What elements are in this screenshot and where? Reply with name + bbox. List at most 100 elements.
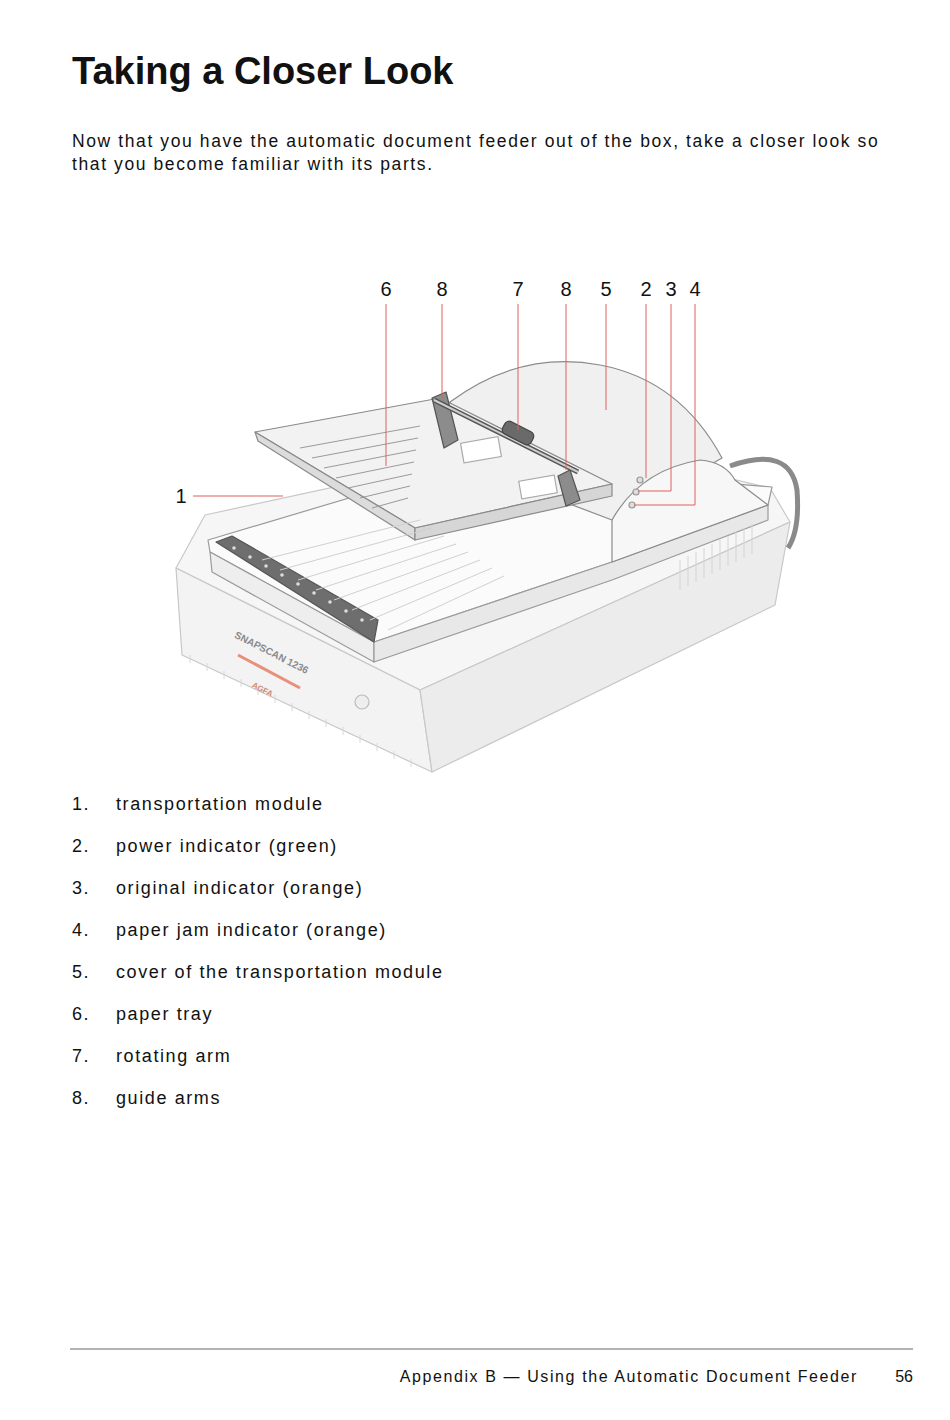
- ridge-line: [744, 528, 745, 558]
- ridge-line: [736, 532, 737, 562]
- ridges: [190, 426, 752, 767]
- ridge-line: [688, 556, 689, 586]
- tray-window: [461, 437, 502, 463]
- leader-line: [634, 304, 695, 505]
- scanner-button: [355, 695, 369, 709]
- part-name: guide arms: [116, 1087, 221, 1110]
- indicator-housing: [612, 460, 768, 562]
- leader-line: [566, 304, 567, 470]
- tray-edge: [415, 484, 612, 540]
- ridge-line: [411, 759, 412, 767]
- part-name: rotating arm: [116, 1045, 231, 1068]
- leader-lines: [193, 304, 695, 505]
- callout-number: 4: [689, 276, 700, 302]
- ridge-line: [298, 536, 444, 580]
- ridge-line: [190, 655, 191, 663]
- rotating-arm: [434, 400, 578, 472]
- ridge-line: [300, 426, 420, 448]
- leader-line: [606, 304, 607, 410]
- list-number: 5.: [72, 961, 90, 984]
- strip-dot: [232, 546, 236, 550]
- callout-number: 6: [380, 276, 391, 302]
- ridge-line: [360, 735, 361, 743]
- list-number: 1.: [72, 793, 90, 816]
- strip-dot: [264, 564, 268, 568]
- intro-paragraph: Now that you have the automatic document…: [72, 130, 902, 176]
- leader-line: [646, 304, 647, 478]
- front-strip: [216, 536, 378, 642]
- part-name: cover of the transportation module: [116, 961, 444, 984]
- tray-window: [519, 475, 558, 499]
- callout-number: 1: [175, 483, 186, 509]
- leader-line: [518, 304, 519, 430]
- original-light: [633, 489, 639, 495]
- list-number: 3.: [72, 877, 90, 900]
- strip-dot: [248, 555, 252, 559]
- part-name: paper jam indicator (orange): [116, 919, 387, 942]
- part-name: power indicator (green): [116, 835, 338, 858]
- page-title: Taking a Closer Look: [72, 47, 453, 96]
- ridge-line: [704, 548, 705, 578]
- power-light: [637, 477, 643, 483]
- ridge-line: [720, 540, 721, 570]
- callout-number: 7: [512, 276, 523, 302]
- ridge-line: [309, 711, 310, 719]
- tray-edge: [255, 432, 415, 540]
- ridge-line: [696, 552, 697, 582]
- ridge-line: [343, 727, 344, 735]
- ridge-line: [352, 560, 480, 610]
- part-name: paper tray: [116, 1003, 213, 1026]
- leader-line: [193, 496, 283, 497]
- ridge-line: [336, 462, 414, 478]
- ridge-line: [728, 536, 729, 566]
- ridge-line: [275, 695, 276, 703]
- part-name: transportation module: [116, 793, 324, 816]
- guide-arm: [558, 470, 580, 506]
- ridge-line: [280, 528, 432, 570]
- ridge-line: [370, 568, 492, 620]
- callout-number: 3: [665, 276, 676, 302]
- leader-line: [638, 304, 671, 491]
- strip-dot: [296, 582, 300, 586]
- ridge-line: [360, 486, 410, 498]
- callout-number: 8: [560, 276, 571, 302]
- list-number: 2.: [72, 835, 90, 858]
- ridge-line: [394, 751, 395, 759]
- callout-number: 5: [600, 276, 611, 302]
- ridge-line: [312, 438, 418, 458]
- rotating-arm-highlight: [434, 400, 578, 472]
- ridge-line: [262, 520, 420, 560]
- leader-line: [442, 304, 443, 398]
- ridge-line: [388, 576, 504, 630]
- strip-dot: [312, 591, 316, 595]
- leader-line: [386, 304, 387, 466]
- ridge-line: [334, 552, 468, 600]
- callout-number: 2: [640, 276, 651, 302]
- ridge-line: [712, 544, 713, 574]
- list-number: 8.: [72, 1087, 90, 1110]
- page-number: 56: [895, 1367, 913, 1388]
- list-number: 7.: [72, 1045, 90, 1068]
- list-number: 6.: [72, 1003, 90, 1026]
- strip-dot: [328, 600, 332, 604]
- ridge-line: [241, 679, 242, 687]
- ridge-line: [680, 560, 681, 590]
- ridge-line: [372, 498, 408, 508]
- ridge-line: [377, 743, 378, 751]
- strip-dot: [280, 573, 284, 577]
- callout-number: 8: [436, 276, 447, 302]
- part-name: original indicator (orange): [116, 877, 363, 900]
- strip-dot: [344, 609, 348, 613]
- cable: [730, 459, 798, 548]
- ridge-line: [326, 719, 327, 727]
- footer-text: Appendix B — Using the Automatic Documen…: [400, 1367, 858, 1388]
- ridge-line: [316, 544, 456, 590]
- ridge-line: [324, 450, 416, 468]
- ridge-line: [348, 474, 412, 488]
- footer-rule: [70, 1349, 913, 1350]
- ridge-line: [752, 524, 753, 554]
- list-number: 4.: [72, 919, 90, 942]
- ridge-line: [224, 671, 225, 679]
- ridge-line: [292, 703, 293, 711]
